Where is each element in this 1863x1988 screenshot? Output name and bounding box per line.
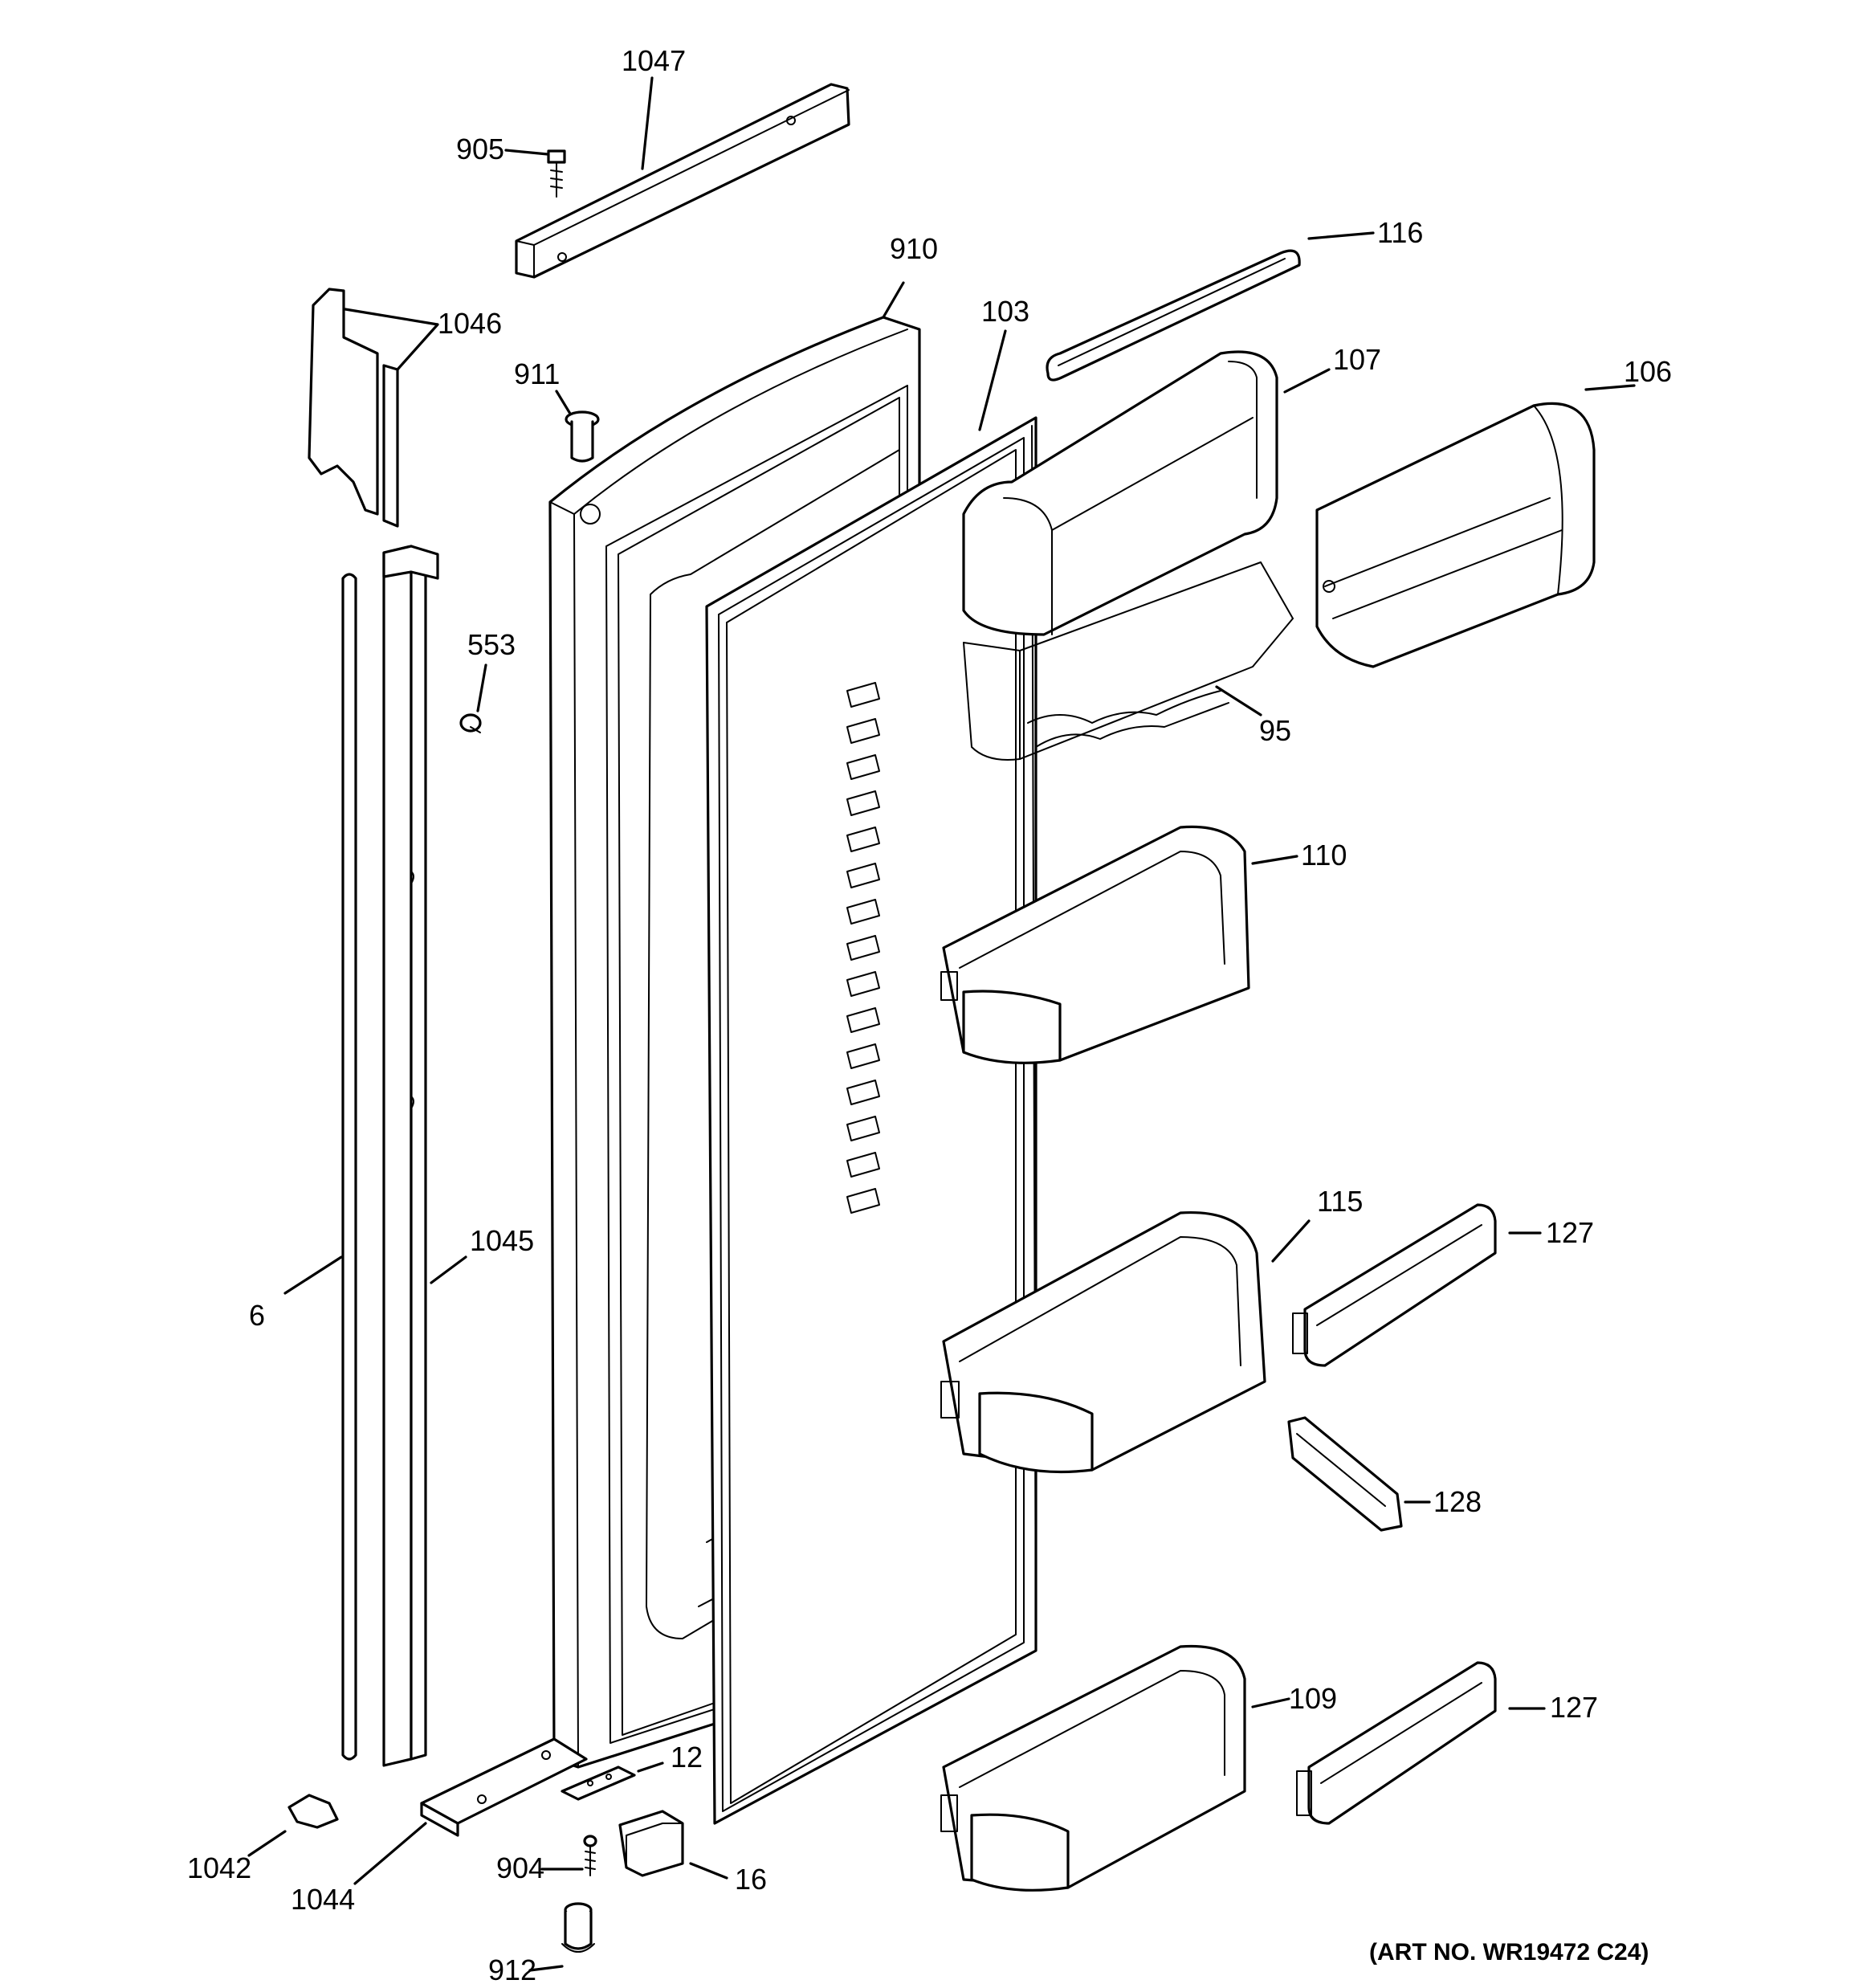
part-1045-mullion [382, 545, 439, 1767]
part-1046-channel [308, 288, 399, 528]
callout-16: 16 [735, 1863, 767, 1896]
callout-1045: 1045 [470, 1224, 534, 1257]
part-1044-bracket [420, 1737, 588, 1837]
callout-912: 912 [488, 1953, 536, 1986]
part-553-screw [459, 713, 482, 733]
callout-6: 6 [249, 1299, 265, 1332]
part-12-plate [561, 1766, 636, 1801]
callout-110: 110 [1301, 839, 1347, 872]
callout-911: 911 [514, 357, 560, 390]
callout-labels: 1047 905 116 910 1046 103 107 106 911 55… [187, 44, 1672, 1986]
art-number: (ART NO. WR19472 C24) [1369, 1939, 1649, 1966]
callout-107: 107 [1333, 343, 1381, 376]
callout-109: 109 [1289, 1682, 1337, 1715]
callout-95: 95 [1259, 714, 1291, 747]
part-912-bushing [561, 1902, 595, 1953]
part-115-bin [940, 1210, 1266, 1474]
callout-127-upper: 127 [1546, 1216, 1594, 1249]
part-106-cover [1315, 402, 1596, 668]
callout-127-lower: 127 [1550, 1691, 1598, 1724]
callout-553: 553 [467, 628, 516, 661]
callout-116: 116 [1377, 216, 1423, 249]
part-110-bin [940, 825, 1250, 1064]
part-116-door-rail [1046, 249, 1301, 382]
leader-lines [247, 76, 1636, 1972]
part-1047-top-hinge-bar [515, 83, 850, 279]
callout-1047: 1047 [622, 44, 686, 77]
part-127-cover-upper [1292, 1203, 1497, 1367]
callout-128: 128 [1433, 1485, 1482, 1518]
part-16-hinge-block [618, 1810, 684, 1877]
part-128-divider [1287, 1416, 1403, 1532]
part-905-screw [547, 149, 566, 198]
callout-1046: 1046 [438, 307, 502, 340]
callout-115: 115 [1317, 1185, 1363, 1218]
callout-106: 106 [1624, 355, 1672, 388]
part-6-rod [341, 573, 357, 1761]
part-95-rack [963, 561, 1294, 761]
callout-1044: 1044 [291, 1883, 355, 1916]
part-107-bin [962, 350, 1278, 636]
callout-910: 910 [890, 232, 938, 265]
callout-905: 905 [456, 133, 504, 165]
part-109-bin [940, 1644, 1246, 1892]
part-1042-clip [287, 1794, 339, 1829]
part-103-gasket [705, 416, 1037, 1825]
callout-904: 904 [496, 1851, 544, 1884]
part-127-cover-lower [1296, 1661, 1497, 1825]
part-904-screw [583, 1835, 597, 1876]
shelf-supports [846, 682, 880, 1214]
callout-1042: 1042 [187, 1851, 251, 1884]
callout-103: 103 [981, 295, 1029, 328]
callout-12: 12 [671, 1741, 703, 1774]
part-911-bushing [565, 410, 600, 463]
